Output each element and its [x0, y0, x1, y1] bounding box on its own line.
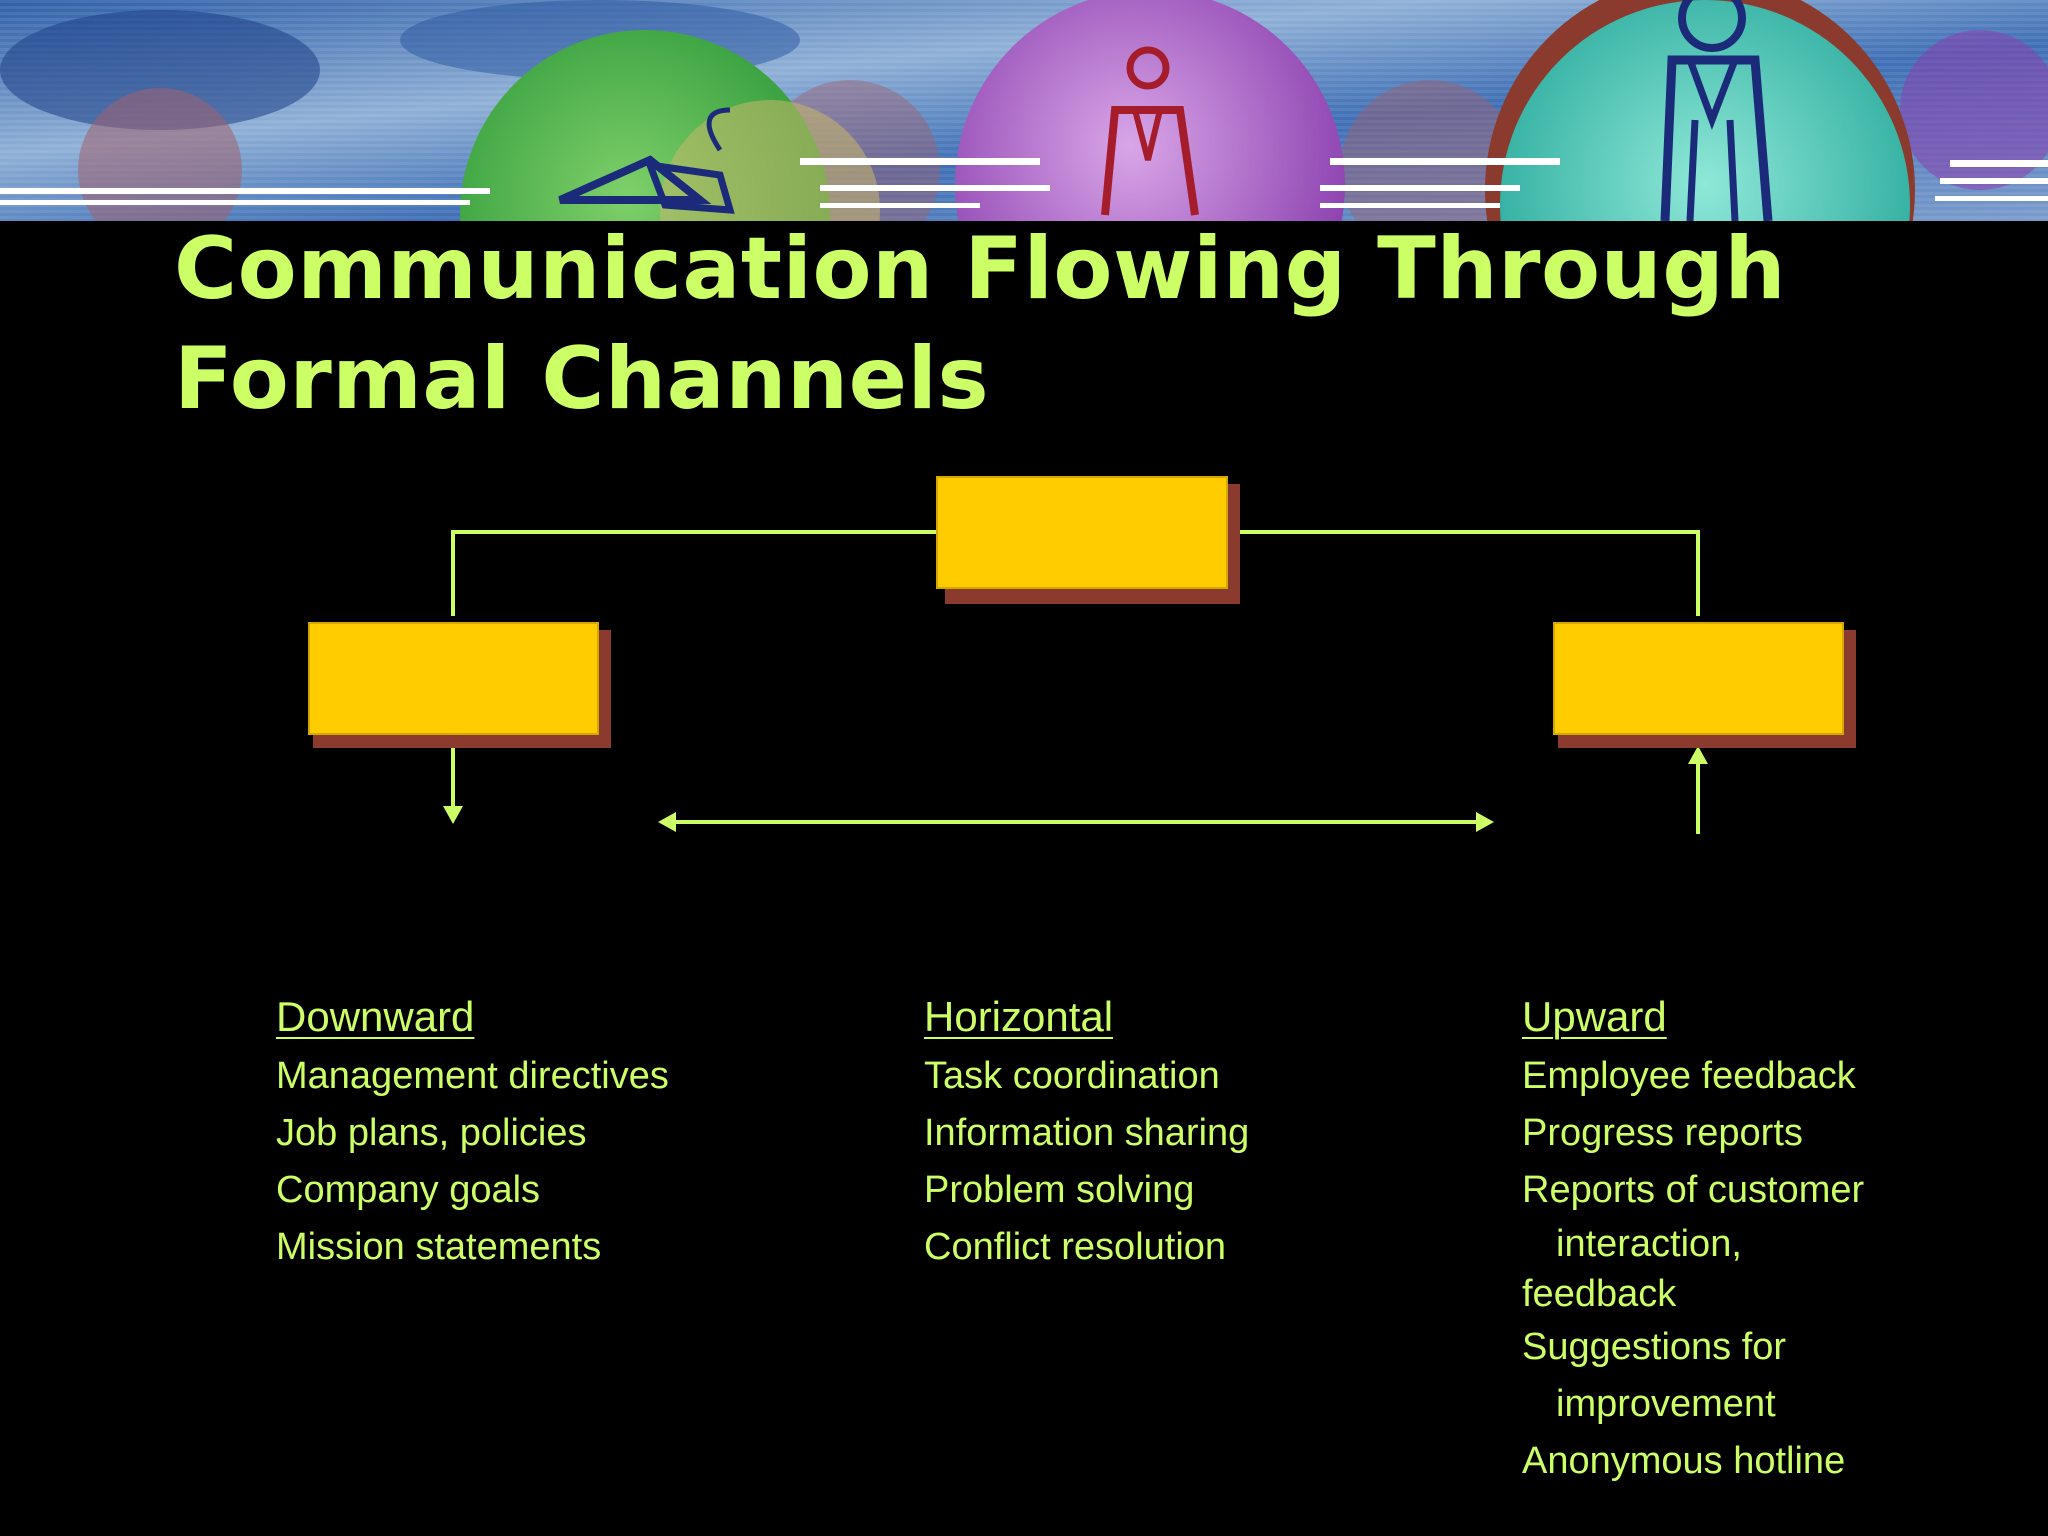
column-downward: Downward Management directives Job plans… [276, 988, 669, 1276]
column-heading-upward: Upward [1522, 993, 1667, 1040]
left-box [308, 622, 611, 748]
list-item: Information sharing [924, 1112, 1250, 1154]
slide-title-line-2: Formal Channels [174, 329, 990, 429]
connector-top-to-left [451, 530, 937, 616]
banner-illustration [0, 0, 2048, 221]
top-box [936, 476, 1240, 604]
list-item: Anonymous hotline [1522, 1440, 1846, 1482]
header-banner-image [0, 0, 2048, 221]
list-item: Job plans, policies [276, 1112, 587, 1154]
column-upward: Upward Employee feedback Progress report… [1522, 988, 1864, 1490]
list-item: Company goals [276, 1169, 541, 1211]
downward-arrowhead-icon [443, 806, 463, 824]
list-item: Reports of customer [1522, 1169, 1865, 1211]
top-box-fill [936, 476, 1228, 589]
arrowheads [443, 746, 1708, 832]
list-item: Task coordination [924, 1055, 1220, 1097]
upward-arrowhead-icon [1688, 746, 1708, 764]
right-box [1553, 622, 1856, 748]
connector-top-to-right [1228, 530, 1700, 616]
horizontal-right-arrowhead-icon [1476, 812, 1494, 832]
slide-title-line-1: Communication Flowing Through [174, 219, 1787, 319]
right-box-fill [1553, 622, 1844, 735]
left-box-fill [308, 622, 599, 735]
list-item-continuation: feedback [1522, 1273, 1677, 1315]
column-heading-downward: Downward [276, 993, 475, 1040]
list-item: Employee feedback [1522, 1055, 1856, 1097]
list-item: Mission statements [276, 1226, 602, 1268]
list-item: Progress reports [1522, 1112, 1803, 1154]
slide-title: Communication Flowing Through Formal Cha… [174, 214, 1974, 434]
list-item: Management directives [276, 1055, 669, 1097]
column-heading-horizontal: Horizontal [924, 993, 1114, 1040]
column-horizontal: Horizontal Task coordination Information… [924, 988, 1249, 1276]
list-item: Suggestions for [1522, 1326, 1787, 1368]
list-item: Problem solving [924, 1169, 1195, 1211]
list-item-continuation: interaction, [1556, 1223, 1742, 1265]
list-item: Conflict resolution [924, 1226, 1227, 1268]
list-item-continuation: improvement [1556, 1383, 1776, 1425]
horizontal-left-arrowhead-icon [658, 812, 676, 832]
